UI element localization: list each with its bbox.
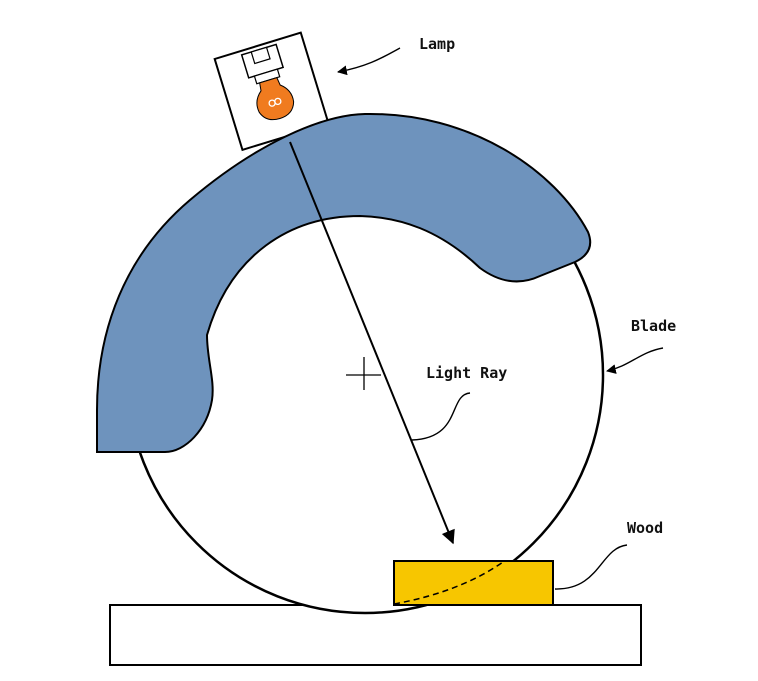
blade-label: Blade	[631, 317, 676, 335]
blade-guard	[96, 112, 592, 453]
blade-center-mark	[346, 357, 381, 390]
base-table	[109, 604, 642, 666]
lamp-label: Lamp	[419, 35, 455, 53]
bulb-icon	[256, 77, 295, 121]
blade-hidden-edge	[393, 561, 504, 605]
wood-leader	[554, 544, 628, 590]
light-ray-label: Light Ray	[426, 364, 507, 382]
light-ray-arrow	[289, 141, 455, 545]
lamp-leader-arrow	[337, 47, 401, 76]
blade-leader-arrow	[606, 347, 664, 374]
lamp-housing	[213, 31, 330, 152]
wood-label: Wood	[627, 519, 663, 537]
light-ray-leader	[411, 392, 471, 441]
wood-block	[393, 560, 554, 606]
